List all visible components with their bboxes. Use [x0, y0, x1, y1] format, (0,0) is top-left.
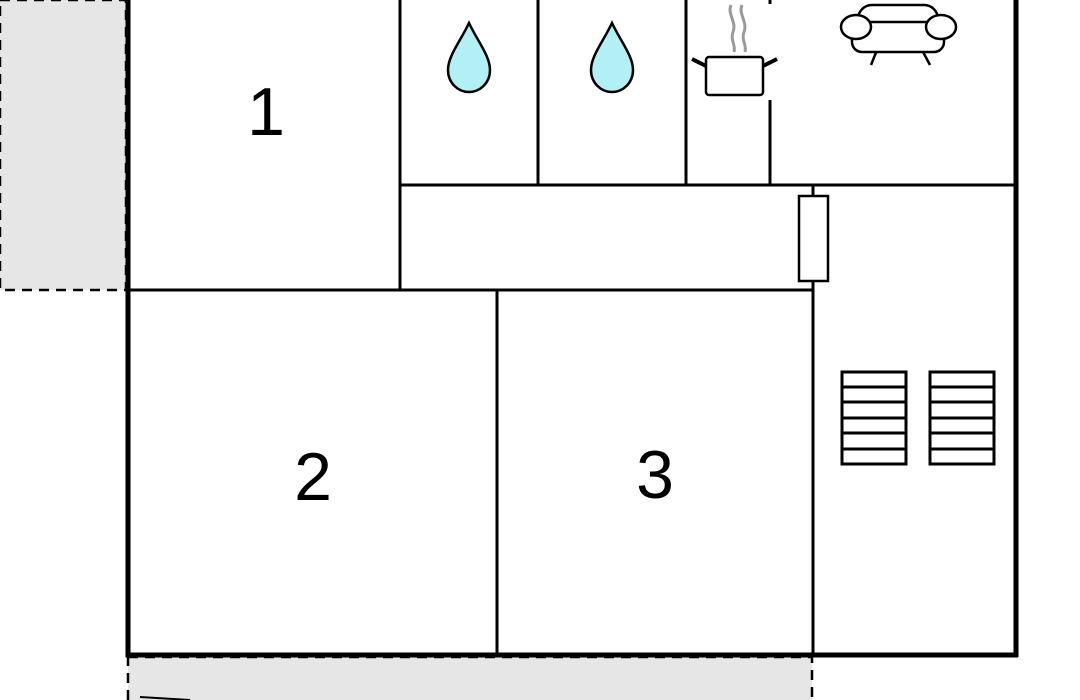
room-1-label: 1	[247, 74, 285, 150]
stairs-icon	[840, 370, 996, 466]
terrace-bottom	[126, 655, 814, 700]
cooking-pot-icon	[691, 4, 778, 97]
water-drop-icon	[589, 20, 635, 94]
door-icon	[797, 194, 830, 283]
room-3-label: 3	[636, 437, 674, 513]
water-drop-icon	[446, 20, 492, 94]
room-2-label: 2	[294, 439, 332, 515]
sofa-icon	[839, 3, 958, 66]
outer-walls	[125, 0, 1019, 658]
terrace-left	[0, 0, 128, 292]
